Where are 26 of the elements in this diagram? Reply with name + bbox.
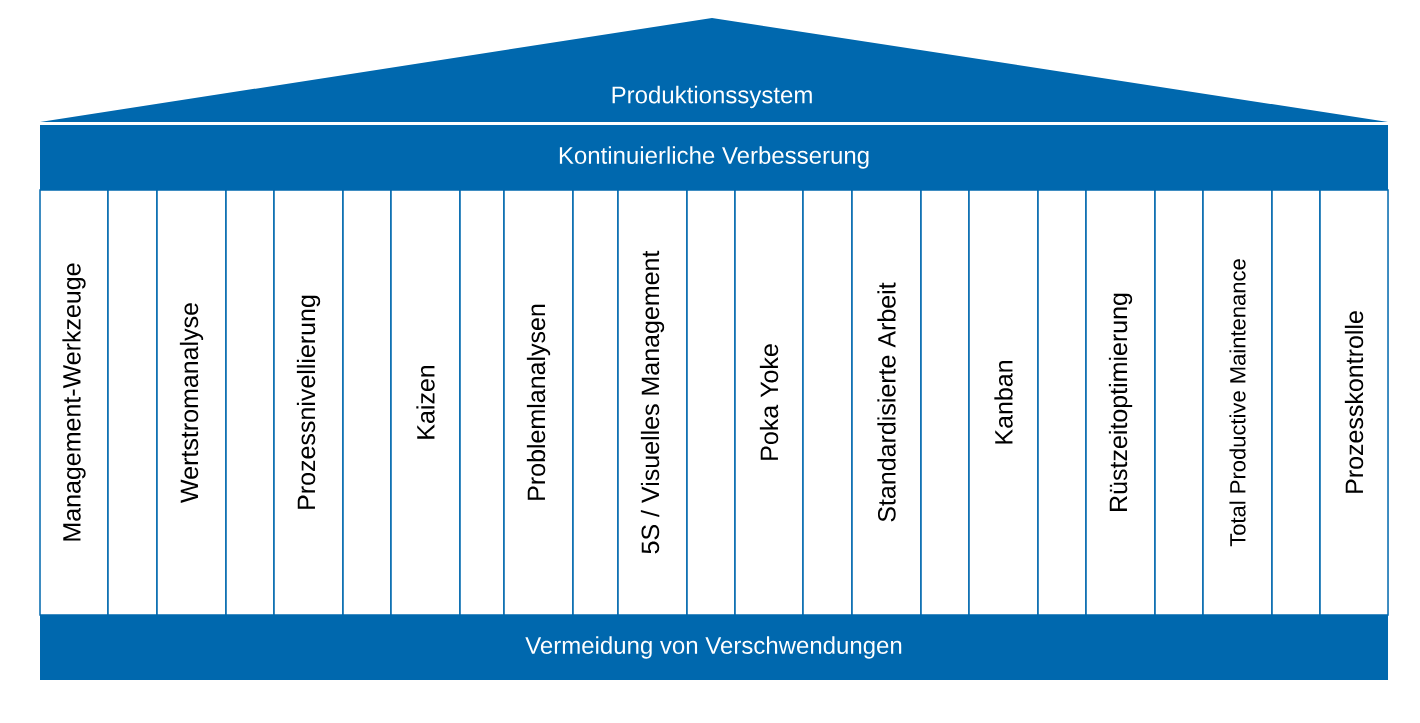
pillar: Prozesskontrolle [1319, 189, 1389, 616]
column-gap [1271, 189, 1321, 616]
column-gap [572, 189, 619, 616]
pillar: Wertstromanalyse [156, 189, 227, 616]
pillar: Standardisierte Arbeit [851, 189, 922, 616]
pillar: Prozessnivellierung [273, 189, 344, 616]
column-gap [1154, 189, 1204, 616]
roof-triangle: Produktionssystem [40, 18, 1388, 122]
pillar: Poka Yoke [734, 189, 804, 616]
column-gap [225, 189, 275, 616]
column-gap [342, 189, 392, 616]
roof-beam: Kontinuierliche Verbesserung [40, 125, 1388, 190]
pillar: Total Productive Maintenance [1202, 189, 1273, 616]
pillar: Problemlanalysen [503, 189, 574, 616]
column-gap [1037, 189, 1087, 616]
pillar: Kanban [968, 189, 1039, 616]
pillar: Kaizen [390, 189, 461, 616]
column-gap [920, 189, 970, 616]
foundation-band: Vermeidung von Verschwendungen [40, 615, 1388, 680]
column-gap [107, 189, 158, 616]
column-gap [459, 189, 505, 616]
column-gap [686, 189, 736, 616]
pillar: 5S / Visuelles Management [617, 189, 688, 616]
pillar: Rüstzeitoptimierung [1085, 189, 1156, 616]
pillar: Management-Werkzeuge [39, 189, 109, 616]
column-gap [802, 189, 853, 616]
